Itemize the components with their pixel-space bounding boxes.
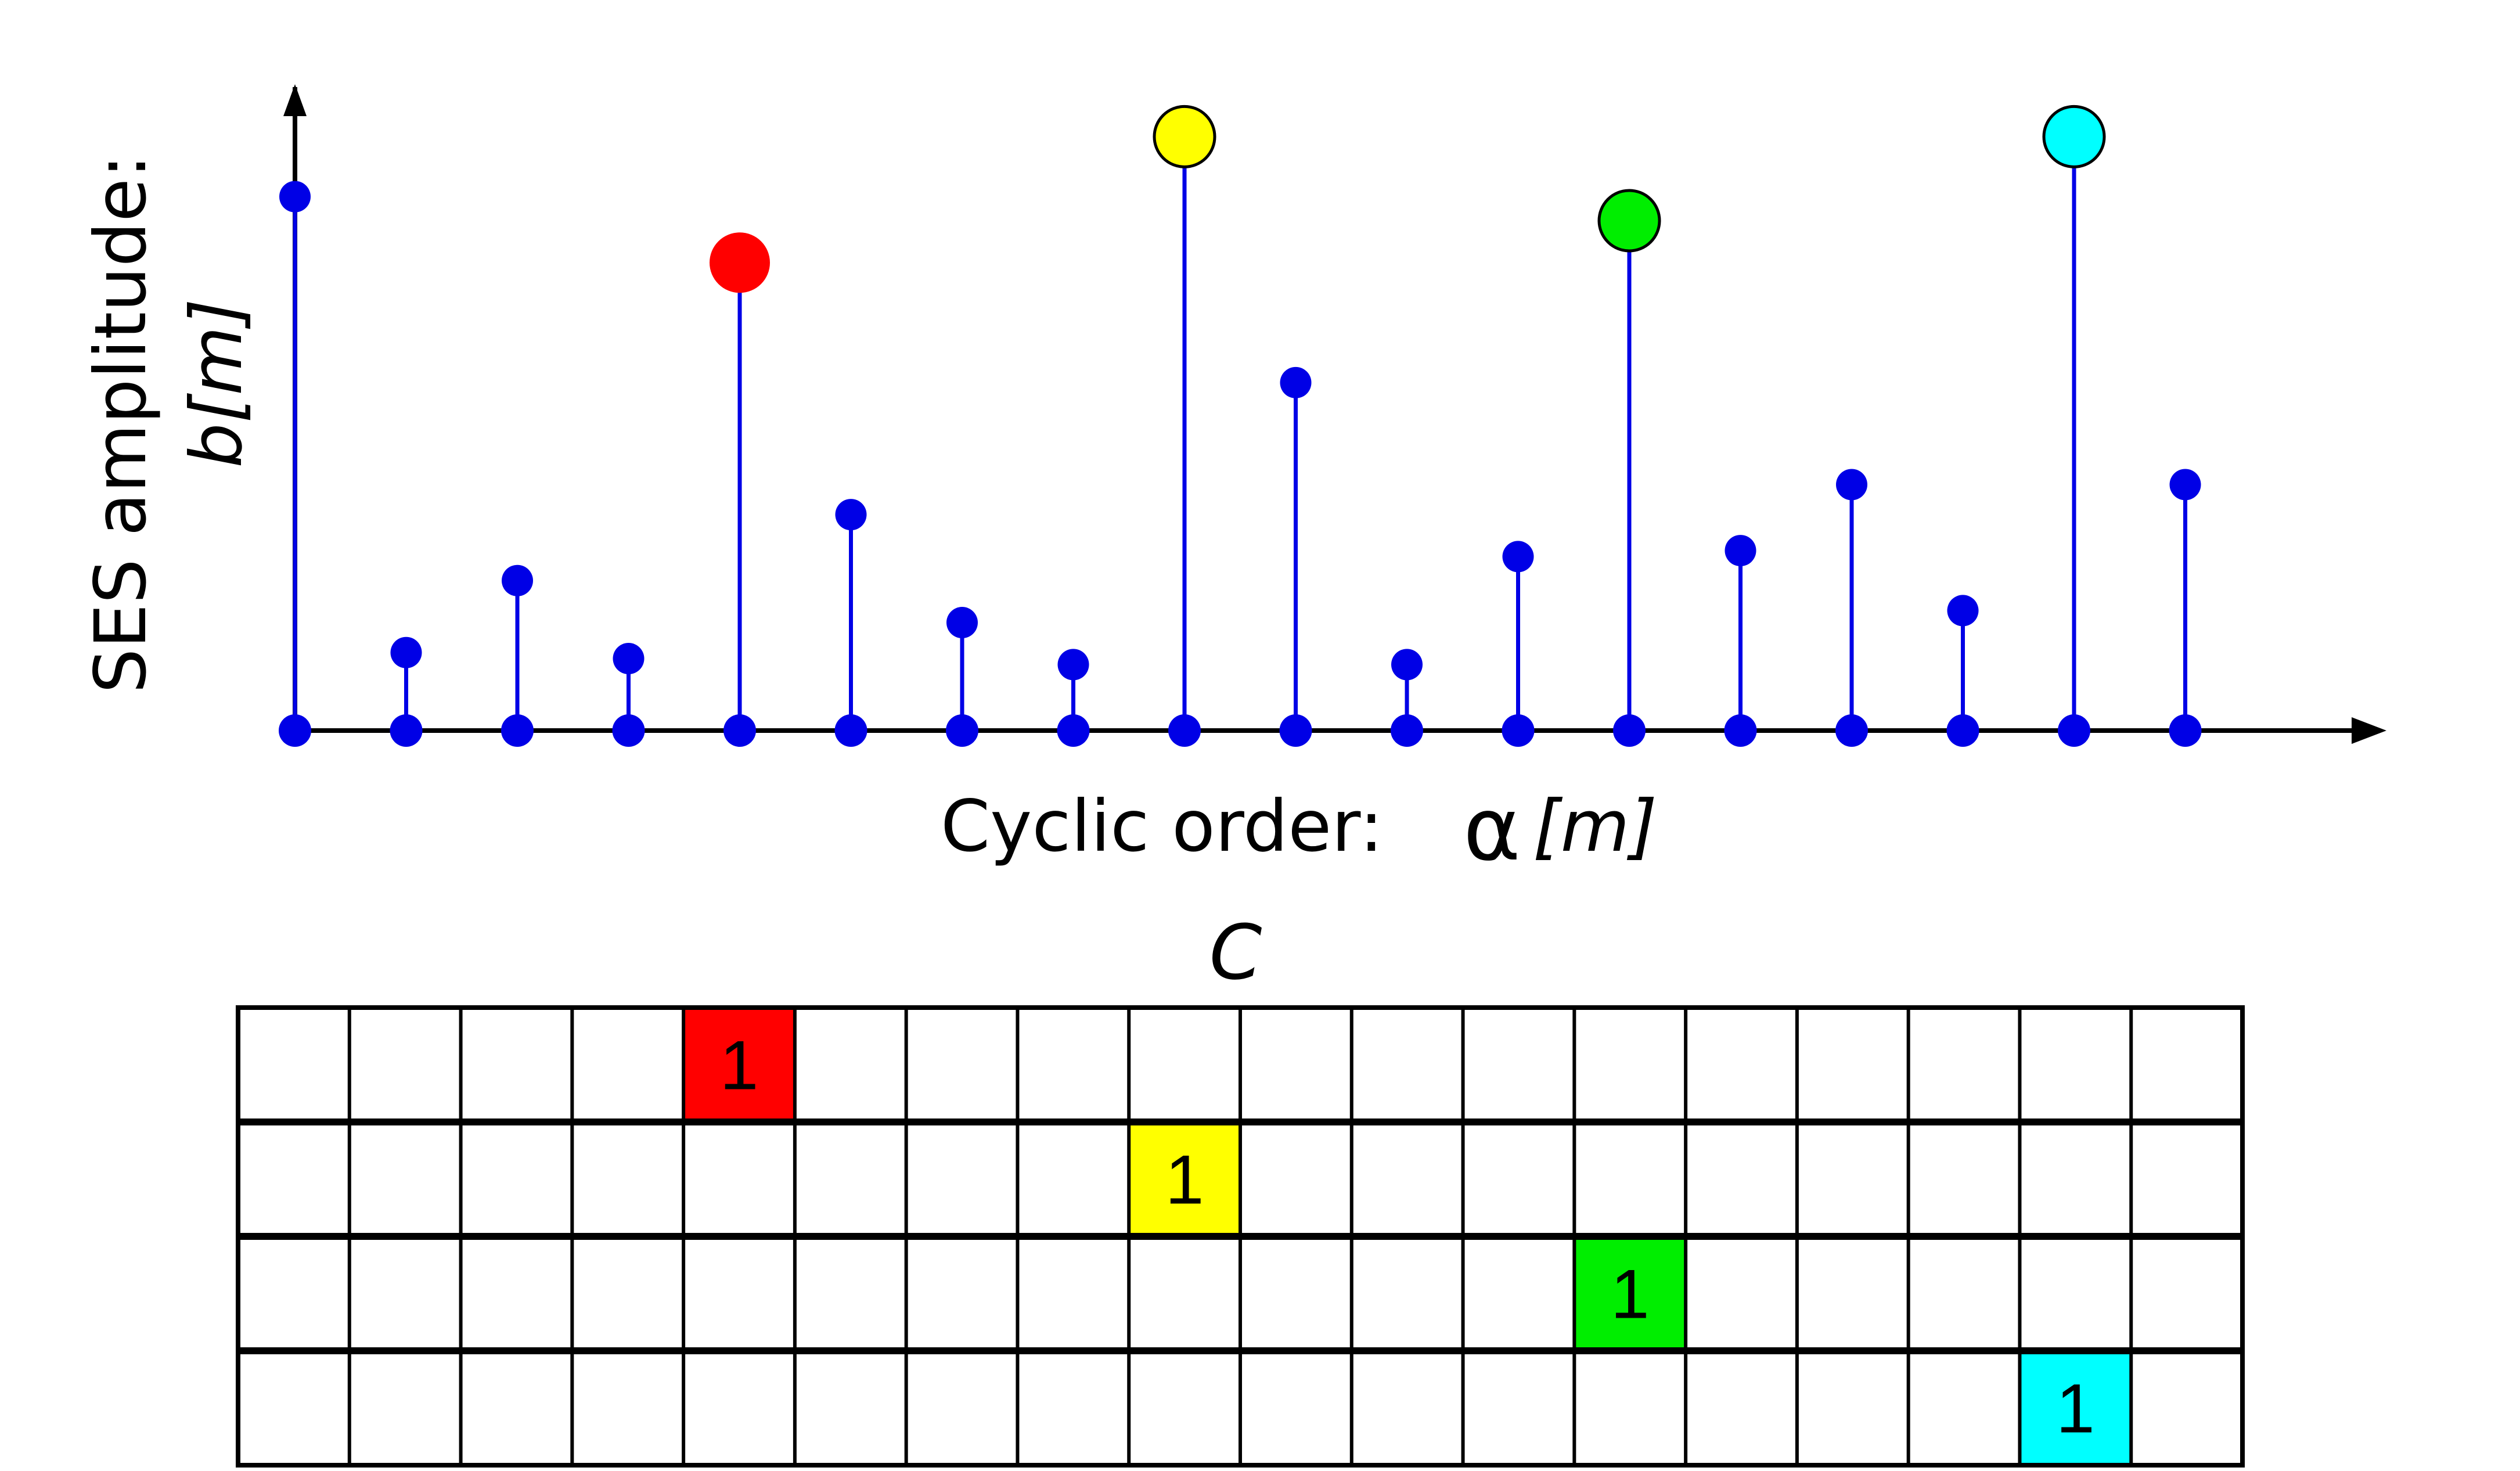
top-dots-group — [279, 105, 2201, 681]
stem-top-dot — [1057, 649, 1089, 681]
base-dots-group — [279, 714, 2202, 747]
stem-base-dot — [501, 714, 534, 747]
stem-highlight-marker — [1153, 105, 1216, 168]
stem-highlight-marker — [1597, 189, 1661, 253]
matrix-title: C — [1209, 908, 1262, 997]
stem-top-dot — [613, 643, 645, 675]
matrix-border — [236, 1005, 2245, 1468]
x-axis-arrowhead — [2352, 717, 2386, 744]
matrix-cell-value: 1 — [720, 1027, 759, 1105]
stem-base-dot — [612, 714, 645, 747]
stem-base-dot — [1168, 714, 1201, 747]
stem-base-dot — [1502, 714, 1535, 747]
matrix-cell-value: 1 — [2056, 1370, 2095, 1448]
stem-base-dot — [390, 714, 423, 747]
stem-base-dot — [723, 714, 756, 747]
stem-top-dot — [2169, 469, 2201, 501]
stem-base-dot — [946, 714, 978, 747]
stem-top-dot — [1725, 535, 1756, 567]
stem-highlight-marker — [2042, 105, 2106, 168]
stem-top-dot — [1836, 469, 1867, 501]
y-axis-label-prefix: SES amplitude: — [80, 154, 162, 693]
x-axis-label: Cyclic order: α [m] — [941, 779, 1657, 880]
matrix: C 1 1 1 1 — [236, 908, 2245, 1468]
stem-top-dot — [1280, 366, 1312, 398]
stems-group — [293, 136, 2187, 731]
stem-highlight-marker — [710, 232, 770, 293]
x-axis-label-prefix: Cyclic order: — [941, 785, 1383, 868]
stem-base-dot — [1724, 714, 1757, 747]
x-axis-label-symbol: α — [1463, 779, 1521, 880]
matrix-cell-value: 1 — [1165, 1141, 1204, 1219]
x-axis-label-variable: [m] — [1533, 785, 1657, 868]
matrix-cell-value: 1 — [1611, 1256, 1650, 1333]
stem-base-dot — [1835, 714, 1868, 747]
matrix-cell-highlight — [1574, 1236, 1686, 1351]
matrix-grid — [236, 1005, 2245, 1468]
stem-top-dot — [279, 181, 311, 213]
stem-top-dot — [946, 607, 978, 639]
stem-top-dot — [502, 564, 533, 596]
y-axis-label: SES amplitude: b[m] — [80, 154, 258, 693]
stem-base-dot — [2058, 714, 2090, 747]
stem-top-dot — [1391, 649, 1423, 681]
matrix-cell-highlight — [2019, 1351, 2132, 1465]
stem-base-dot — [1057, 714, 1090, 747]
matrix-cell-highlight — [1129, 1122, 1240, 1236]
stem-top-dot — [835, 499, 867, 531]
stem-top-dot — [1502, 541, 1534, 573]
stem-base-dot — [1613, 714, 1646, 747]
y-axis-label-variable: b[m] — [175, 298, 258, 467]
stem-base-dot — [1946, 714, 1979, 747]
stem-base-dot — [2169, 714, 2202, 747]
stem-top-dot — [1947, 595, 1979, 627]
stem-top-dot — [390, 636, 422, 668]
matrix-cell-highlight — [683, 1008, 795, 1122]
stem-base-dot — [1279, 714, 1312, 747]
stem-plot — [279, 84, 2386, 747]
matrix-cells-group: 1 1 1 1 — [683, 1008, 2132, 1465]
stem-base-dot — [834, 714, 867, 747]
y-axis-arrowhead — [283, 84, 307, 116]
stem-base-dot — [279, 714, 311, 747]
stem-base-dot — [1391, 714, 1423, 747]
